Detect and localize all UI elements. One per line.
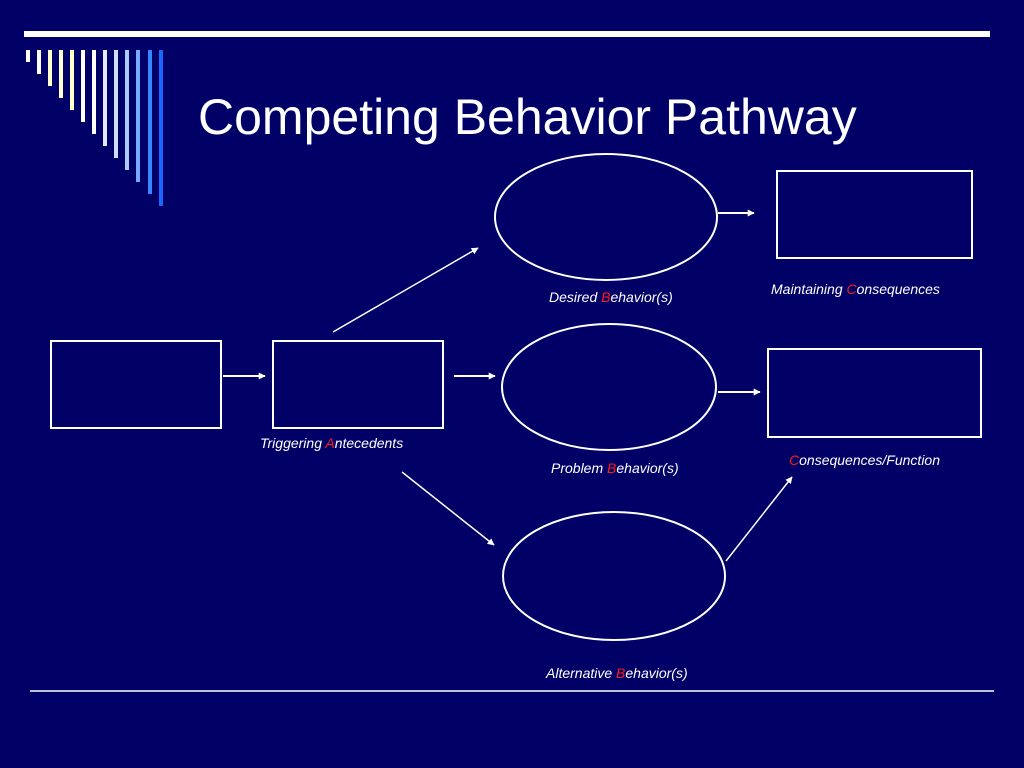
desired-behavior-label: Desired Behavior(s) — [549, 290, 673, 304]
deco-bar — [114, 50, 118, 158]
deco-bar — [81, 50, 85, 122]
problem-behavior-ellipse — [501, 323, 717, 451]
alternative-behavior-ellipse — [502, 511, 726, 641]
deco-bar — [48, 50, 52, 86]
setting-events-box — [50, 340, 222, 429]
deco-bar — [26, 50, 30, 62]
label-text: ehavior(s) — [616, 460, 679, 476]
top-border-bar — [24, 31, 990, 37]
desired-behavior-ellipse — [494, 153, 718, 281]
label-highlight-letter: A — [325, 435, 335, 451]
deco-bar — [103, 50, 107, 146]
triggering-antecedents-label: Triggering Antecedents — [260, 436, 403, 450]
deco-bar — [136, 50, 140, 182]
label-text: Alternative — [546, 665, 617, 681]
deco-bar — [159, 50, 163, 206]
label-text: ehavior(s) — [625, 665, 688, 681]
label-text: Problem — [551, 460, 608, 476]
setting-events-label: Setting Events — [70, 435, 161, 451]
deco-bar — [59, 50, 63, 98]
label-text: onsequences — [856, 281, 940, 297]
deco-bar — [148, 50, 152, 194]
label-highlight-letter: B — [616, 665, 626, 681]
label-highlight-letter: C — [789, 452, 800, 468]
deco-bar — [125, 50, 129, 170]
deco-bar — [92, 50, 96, 134]
arrow-antecedents-to-desired — [332, 247, 479, 333]
slide-title: Competing Behavior Pathway — [198, 89, 857, 145]
label-highlight-letter: B — [601, 289, 611, 305]
label-highlight-letter: B — [607, 460, 617, 476]
alternative-behavior-label: Alternative Behavior(s) — [546, 666, 688, 680]
triggering-antecedents-box — [272, 340, 444, 429]
arrow-antecedents-to-alternative — [401, 471, 495, 546]
maintaining-consequences-label: Maintaining Consequences — [771, 282, 940, 296]
label-text: Desired — [549, 289, 602, 305]
deco-bar — [70, 50, 74, 110]
label-text: onsequences/Function — [799, 452, 940, 468]
consequences-function-label: Consequences/Function — [789, 453, 940, 467]
maintaining-consequences-box — [776, 170, 973, 259]
label-text: ntecedents — [334, 435, 404, 451]
label-text: ehavior(s) — [610, 289, 673, 305]
deco-bar — [37, 50, 41, 74]
arrow-alternative-to-consequences — [725, 476, 793, 562]
decorative-bars — [26, 50, 163, 206]
label-text: Triggering — [260, 435, 326, 451]
label-text: Maintaining — [771, 281, 847, 297]
problem-behavior-label: Problem Behavior(s) — [551, 461, 679, 475]
consequences-function-box — [767, 348, 982, 438]
label-highlight-letter: C — [846, 281, 857, 297]
